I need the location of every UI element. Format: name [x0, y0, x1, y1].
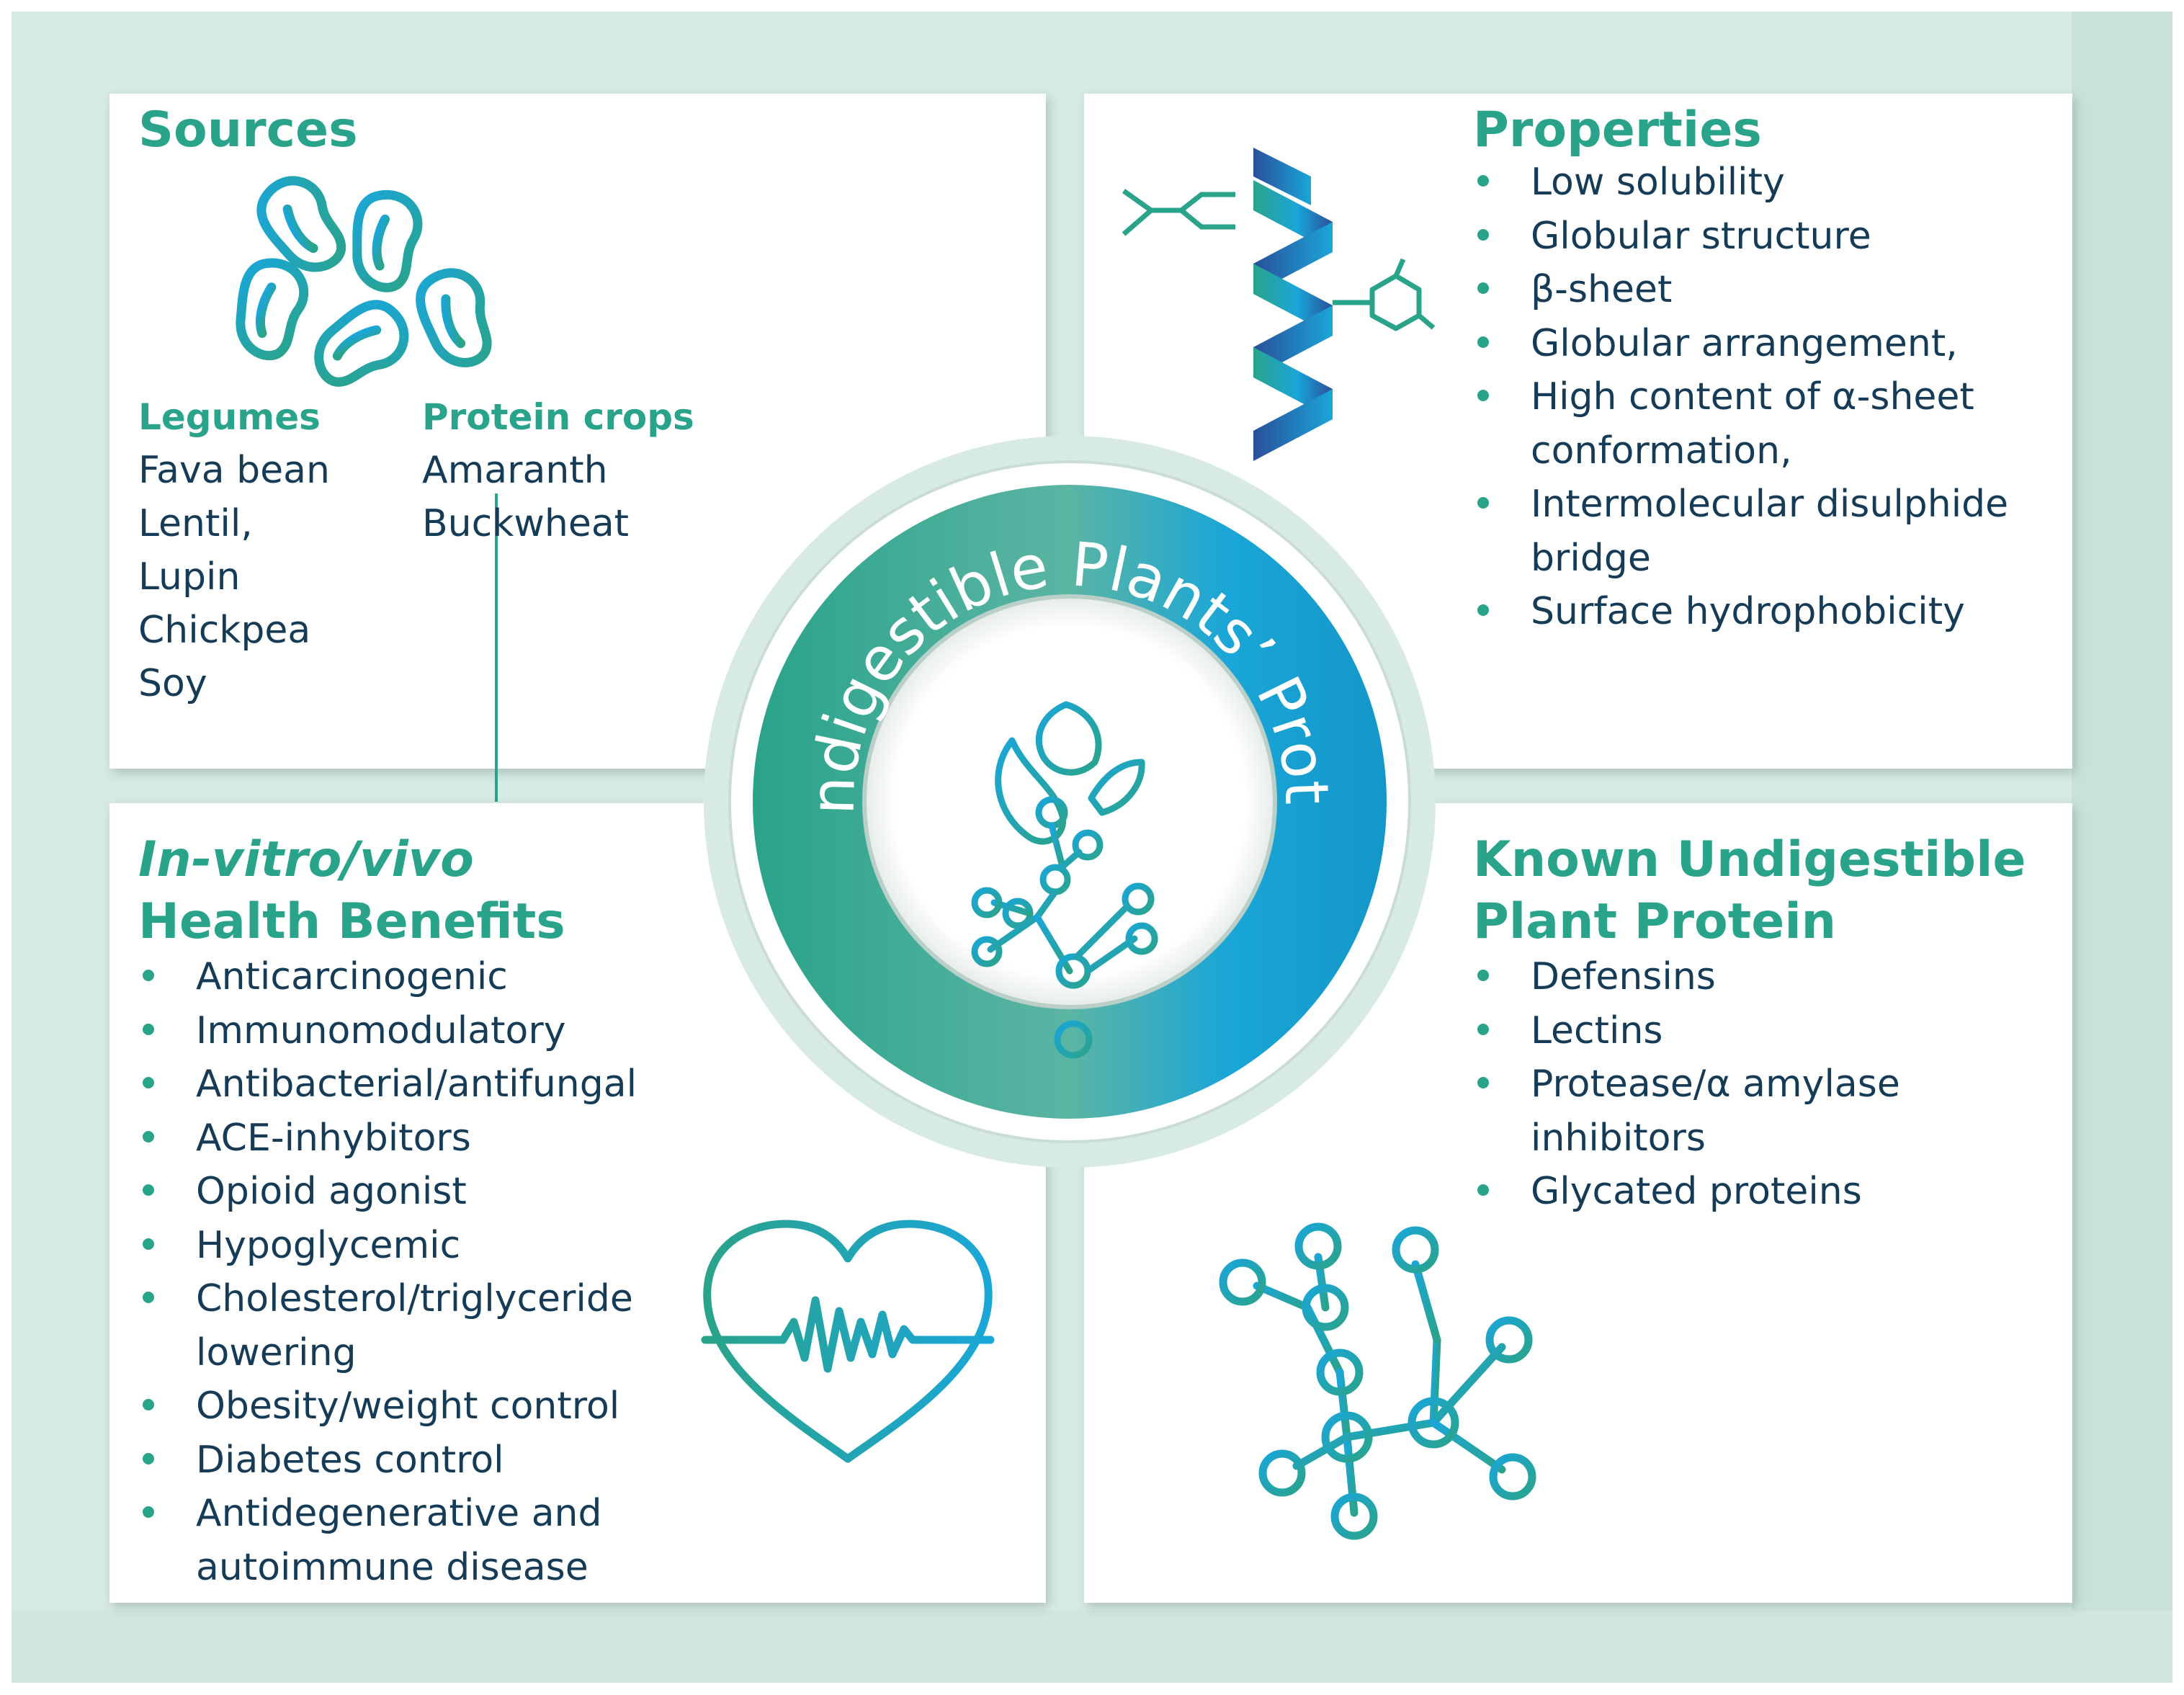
list-item: Obesity/weight control [138, 1379, 787, 1434]
list-item: Defensins [1473, 950, 2049, 1004]
legumes-list: Fava bean Lentil, Lupin Chickpea Soy [138, 444, 330, 710]
list-item: Globular structure [1473, 210, 2049, 264]
list-item: Opioid agonist [138, 1165, 787, 1219]
list-item: Immunomodulatory [138, 1004, 787, 1058]
list-item: Antibacterial/antifungal [138, 1057, 787, 1112]
list-item: Lupin [138, 555, 241, 599]
list-item: Anticarcinogenic [138, 950, 787, 1004]
molecule-network-icon [1219, 1222, 1536, 1540]
column-divider [495, 493, 498, 802]
list-item: Hypoglycemic [138, 1219, 787, 1273]
list-item: Amaranth [422, 449, 608, 492]
list-item: Low solubility [1473, 156, 2049, 210]
list-item: Globular arrangement, [1473, 317, 2049, 371]
plant-molecule-icon [971, 701, 1158, 1059]
list-item: Buckwheat [422, 502, 630, 545]
list-item: Lectins [1473, 1004, 2049, 1058]
center-ring: Nondigestible Plants’ Protein [702, 434, 1436, 1168]
list-item: Soy [138, 662, 207, 705]
heart-pulse-icon [701, 1220, 995, 1463]
list-item: Fava bean [138, 449, 330, 492]
list-item: ACE-inhybitors [138, 1112, 787, 1166]
health-title-italic: In-vitro/vivo [138, 831, 474, 888]
properties-title: Properties [1473, 102, 1762, 158]
list-item: Surface hydrophobicity [1473, 585, 2049, 639]
background-corner-shading [12, 12, 2172, 1683]
properties-list: Low solubility Globular structure β-shee… [1473, 156, 2049, 639]
list-item: β-sheet [1473, 263, 2049, 317]
list-item: Antidegenerative and autoimmune disease [138, 1487, 700, 1594]
legumes-heading: Legumes [138, 396, 321, 438]
list-item: Diabetes control [138, 1434, 787, 1488]
list-item: Cholesterol/triglyceride lowering [138, 1272, 700, 1379]
health-benefits-panel: In-vitro/vivo Health Benefits Anticarcin… [109, 803, 1046, 1603]
sources-title: Sources [138, 102, 358, 158]
protein-crops-list: Amaranth Buckwheat [422, 444, 629, 550]
list-item: Glycated proteins [1473, 1165, 2049, 1219]
known-title: Known Undigestible Plant Protein [1473, 831, 2026, 950]
list-item: Lentil, [138, 502, 253, 545]
list-item: Protease/α amylase inhibitors [1473, 1057, 1992, 1165]
protein-crops-heading: Protein crops [422, 396, 694, 438]
known-list: Defensins Lectins Protease/α amylase inh… [1473, 950, 2049, 1219]
list-item: High content of α-sheet conformation, [1473, 370, 2049, 478]
list-item: Chickpea [138, 609, 311, 652]
list-item: Intermolecular disulphide bridge [1473, 478, 2049, 585]
beans-icon [236, 176, 492, 387]
health-benefits-list: Anticarcinogenic Immunomodulatory Antiba… [138, 950, 787, 1594]
health-title: In-vitro/vivo Health Benefits [138, 829, 565, 953]
protein-helix-icon [1122, 148, 1436, 461]
health-title-main: Health Benefits [138, 893, 565, 950]
